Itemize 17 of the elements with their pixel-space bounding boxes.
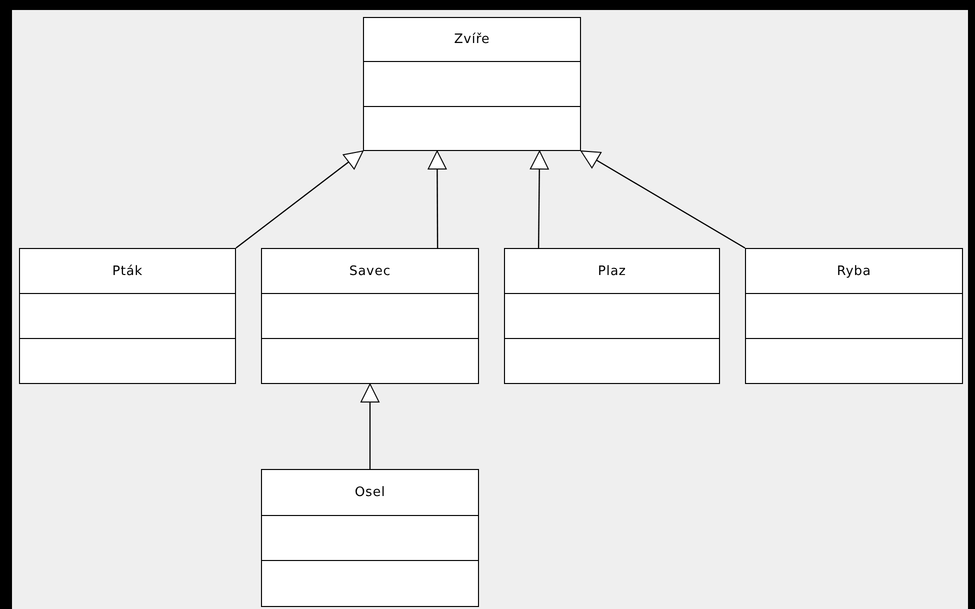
class-name: Zvíře xyxy=(454,32,490,48)
class-box xyxy=(504,248,720,384)
generalization-arrow xyxy=(580,150,746,249)
class-name: Ryba xyxy=(836,264,872,278)
class-name: Osel xyxy=(354,484,386,500)
class-name: Pták xyxy=(112,264,143,278)
class-box xyxy=(261,248,479,384)
generalization-arrow xyxy=(428,150,447,248)
generalization-arrow xyxy=(530,150,549,248)
class-name: Savec xyxy=(349,264,391,278)
generalization-arrow xyxy=(236,150,364,248)
class-name: Plaz xyxy=(598,264,626,278)
generalization-arrow xyxy=(360,384,380,469)
class-box xyxy=(745,248,963,384)
class-box xyxy=(261,469,479,607)
class-box xyxy=(19,248,236,384)
class-box xyxy=(363,17,581,151)
